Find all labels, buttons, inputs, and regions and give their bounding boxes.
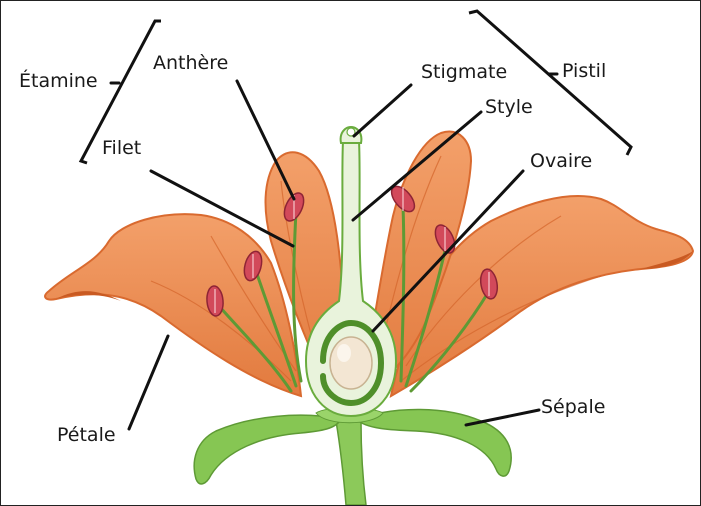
label-pistil: Pistil [562, 62, 606, 81]
label-stigmate: Stigmate [421, 63, 507, 82]
label-etamine: Étamine [19, 72, 98, 91]
label-anthere: Anthère [153, 54, 228, 73]
left-petal [45, 214, 301, 396]
label-filet: Filet [102, 139, 141, 158]
pistil-bracket [469, 11, 631, 155]
label-petale: Pétale [57, 426, 116, 445]
ovule [330, 337, 372, 389]
label-style: Style [485, 98, 533, 117]
sepal-left [194, 415, 341, 484]
label-ovaire: Ovaire [530, 152, 592, 171]
label-sepale: Sépale [541, 398, 605, 417]
stem [336, 421, 366, 505]
